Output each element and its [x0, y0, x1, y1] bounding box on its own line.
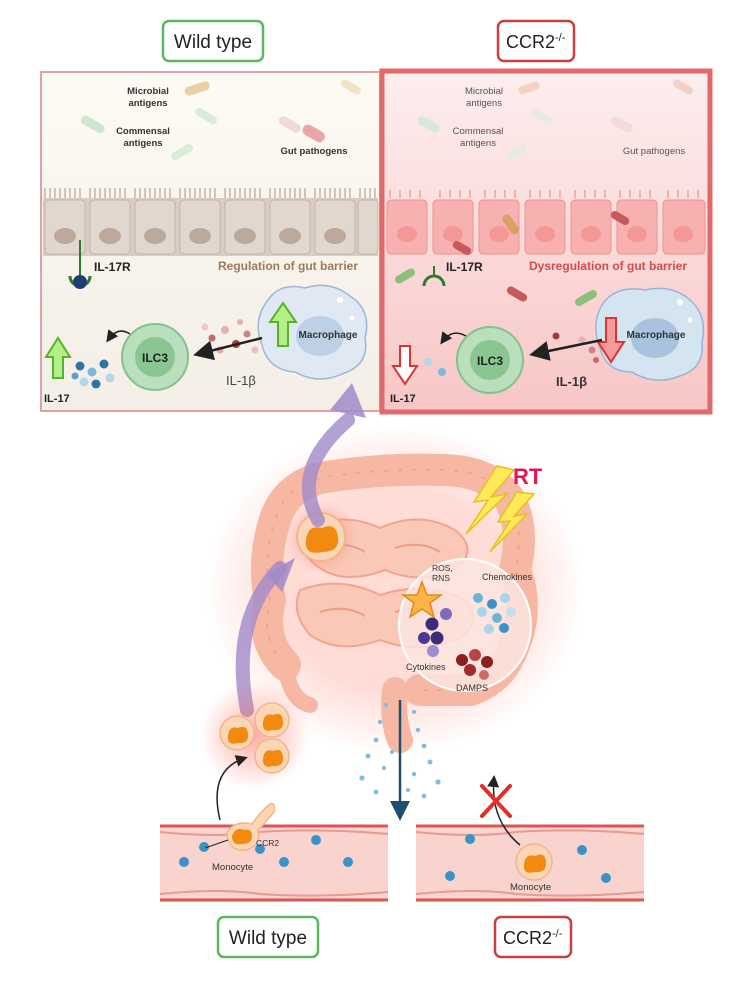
secretion-arrow	[440, 331, 467, 345]
dysregulation-gut-barrier-label: Dysregulation of gut barrier	[529, 259, 687, 273]
bacterium	[278, 116, 301, 133]
cytokine-particles	[418, 608, 452, 657]
excretion-particles	[359, 703, 441, 799]
monocyte-label: Monocyte	[510, 882, 551, 893]
secretion-arrow	[106, 329, 131, 343]
footer-ccr2-ko-label: CCR2-/-	[503, 928, 563, 948]
migration-arrowhead	[330, 383, 366, 418]
rt-label: RT	[513, 464, 543, 489]
footer-wild-type-label: Wild type	[229, 928, 307, 949]
il17-particle	[438, 368, 446, 376]
il1b-particles	[201, 319, 259, 354]
damp-particles	[456, 649, 493, 680]
regulation-gut-barrier-label: Regulation of gut barrier	[218, 259, 358, 273]
radiation-lightning-icon	[465, 465, 536, 553]
il17-increase-arrow	[44, 336, 72, 379]
bacterium	[340, 79, 362, 95]
decrease-arrow	[596, 317, 626, 364]
ccr2-label: CCR2	[256, 838, 279, 848]
cytokines-label: Cytokines	[406, 662, 446, 672]
il17-label: IL-17	[390, 393, 416, 405]
bacterium-leaking	[502, 214, 519, 235]
blocked-cross-icon	[480, 784, 512, 818]
footer-ccr2-ko: CCR2-/-	[493, 915, 573, 959]
bacterium-leaking	[394, 268, 416, 284]
il17-label: IL-17	[44, 393, 70, 405]
bacterium-leaking	[506, 286, 528, 302]
bacterium	[195, 108, 217, 124]
bacterium	[530, 108, 552, 124]
migration-arrowhead	[266, 558, 295, 592]
bacterium	[506, 144, 528, 160]
ilc3-label: ILC3	[142, 351, 168, 365]
monocyte-label: Monocyte	[212, 862, 253, 873]
bacterium	[80, 115, 105, 134]
header-wild-type-label: Wild type	[174, 32, 252, 53]
header-wild-type: Wild type	[161, 19, 265, 63]
il1b-arrow	[529, 338, 603, 361]
header-ccr2-ko-label: CCR2-/-	[506, 32, 566, 52]
ilc3-label: ILC3	[477, 354, 503, 368]
damps-label: DAMPS	[456, 683, 488, 693]
il17-particles	[71, 359, 115, 389]
il1b-label: IL-1β	[556, 374, 587, 389]
bacterium	[302, 124, 325, 143]
migration-arrow-to-panel	[301, 413, 355, 527]
il1b-particles	[552, 332, 599, 363]
footer-wild-type: Wild type	[216, 915, 320, 959]
ilc3-cell	[456, 326, 524, 394]
macrophage-label: Macrophage	[299, 330, 358, 341]
macrophage-label: Macrophage	[627, 330, 686, 341]
ilc3-cell	[121, 323, 189, 391]
ros-rns-label: ROS,RNS	[432, 563, 453, 583]
gut-pathogens-label: Gut pathogens	[623, 146, 686, 157]
il1b-label: IL-1β	[226, 373, 256, 388]
bacterium	[610, 116, 633, 133]
blood-vessel-ccr2-ko	[415, 824, 645, 902]
bacterium	[672, 79, 694, 95]
ros-star-icon	[400, 579, 444, 619]
monocyte-cluster	[200, 680, 310, 790]
bacterium	[417, 116, 440, 133]
il17-particle	[424, 358, 432, 366]
bacterium-leaking	[610, 211, 630, 225]
gut-macrophage	[285, 501, 357, 573]
chemokines-label: Chemokines	[482, 572, 533, 582]
il17r-label: IL-17R	[94, 260, 131, 274]
inflammatory-inset: ROS,RNS Chemokines Cytokines DAMPS	[398, 558, 533, 693]
blood-vessel-wild-type	[159, 802, 389, 902]
gut-pathogens-label: Gut pathogens	[280, 146, 347, 157]
il17-decrease-arrow	[391, 345, 419, 386]
bacterium	[518, 81, 540, 95]
bacterium	[184, 81, 210, 96]
bacterium	[171, 144, 193, 160]
header-ccr2-ko: CCR2-/-	[496, 19, 576, 63]
increase-arrow	[268, 301, 298, 347]
bacterium-leaking	[452, 241, 472, 255]
chemokine-particles	[473, 593, 516, 634]
extravasation-arrow	[216, 755, 248, 821]
il17r-receptor	[68, 240, 92, 289]
il17r-label: IL-17R	[446, 260, 483, 274]
blocked-extravasation-arrow	[487, 775, 521, 846]
macrophage-cell	[595, 287, 705, 381]
bacterium-leaking	[575, 290, 597, 306]
il17r-receptor	[422, 266, 446, 287]
il1b-arrow	[193, 336, 263, 361]
epithelial-layer-damaged	[386, 190, 706, 255]
epithelial-layer	[43, 188, 379, 256]
